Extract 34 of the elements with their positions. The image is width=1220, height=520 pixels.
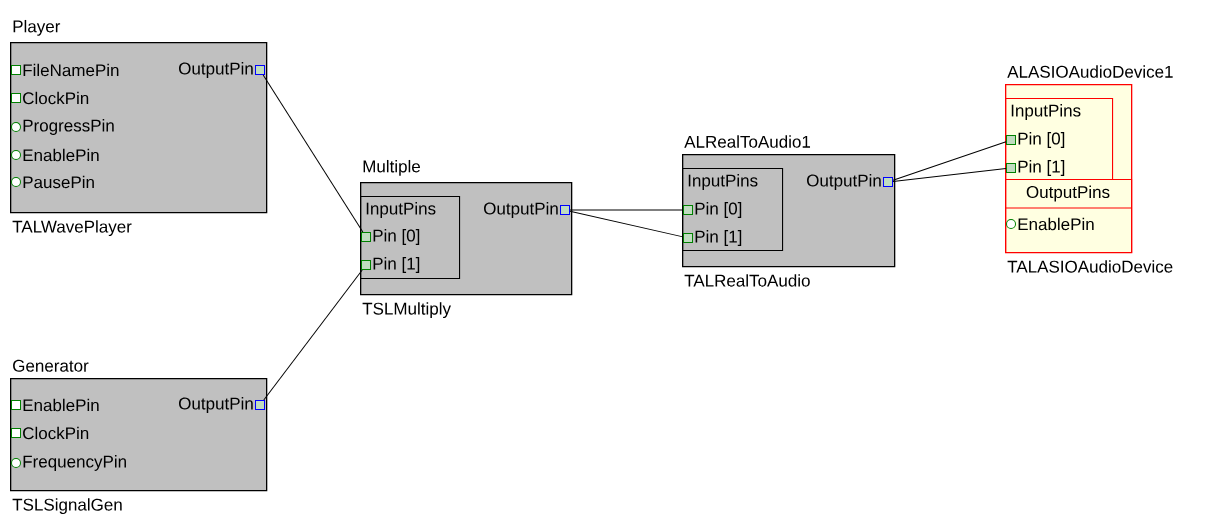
pin-label: OutputPin <box>179 62 253 78</box>
node-label: TALASIOAudioDevice <box>1007 260 1173 273</box>
node-label: TSLMultiply <box>362 302 451 319</box>
connector-line <box>569 209 684 211</box>
pin-label: ClockPin <box>23 426 89 440</box>
node-label: TSLSignalGen <box>12 498 122 515</box>
node-label: Generator <box>13 359 89 372</box>
node-label: ALASIOAudioDevice1 <box>1007 65 1173 78</box>
pin-label: FileNamePin <box>23 63 119 77</box>
connector-line <box>569 210 684 238</box>
pin-label: Pin [0] <box>373 229 420 245</box>
pin-label: OutputPin <box>484 202 558 218</box>
pin-label: OutputPin <box>807 174 881 190</box>
pin-label: FrequencyPin <box>23 455 126 471</box>
pin-label: EnablePin <box>23 148 99 162</box>
node-label: ALRealToAudio1 <box>684 135 811 148</box>
connector-line <box>892 141 1007 181</box>
node-label: TALRealToAudio <box>684 274 810 287</box>
node-label: Player <box>13 19 61 36</box>
pin-label: ClockPin <box>23 91 89 105</box>
pin-label: Pin [0] <box>695 202 742 218</box>
pin-label: EnablePin <box>23 398 99 412</box>
pin-label: Pin [1] <box>695 230 742 246</box>
pin-label: OutputPin <box>179 397 253 413</box>
pin-label: PausePin <box>23 175 94 189</box>
pin-label: Pin [0] <box>1018 132 1065 148</box>
connector-line <box>263 269 363 401</box>
pin-label: Pin [1] <box>1018 160 1065 176</box>
pin-label: EnablePin <box>1018 217 1094 231</box>
node-label: TALWavePlayer <box>12 220 132 237</box>
connector-line <box>892 168 1007 182</box>
node-label: Multiple <box>363 159 421 176</box>
pin-label: ProgressPin <box>23 119 114 135</box>
pin-label: Pin [1] <box>373 257 420 273</box>
